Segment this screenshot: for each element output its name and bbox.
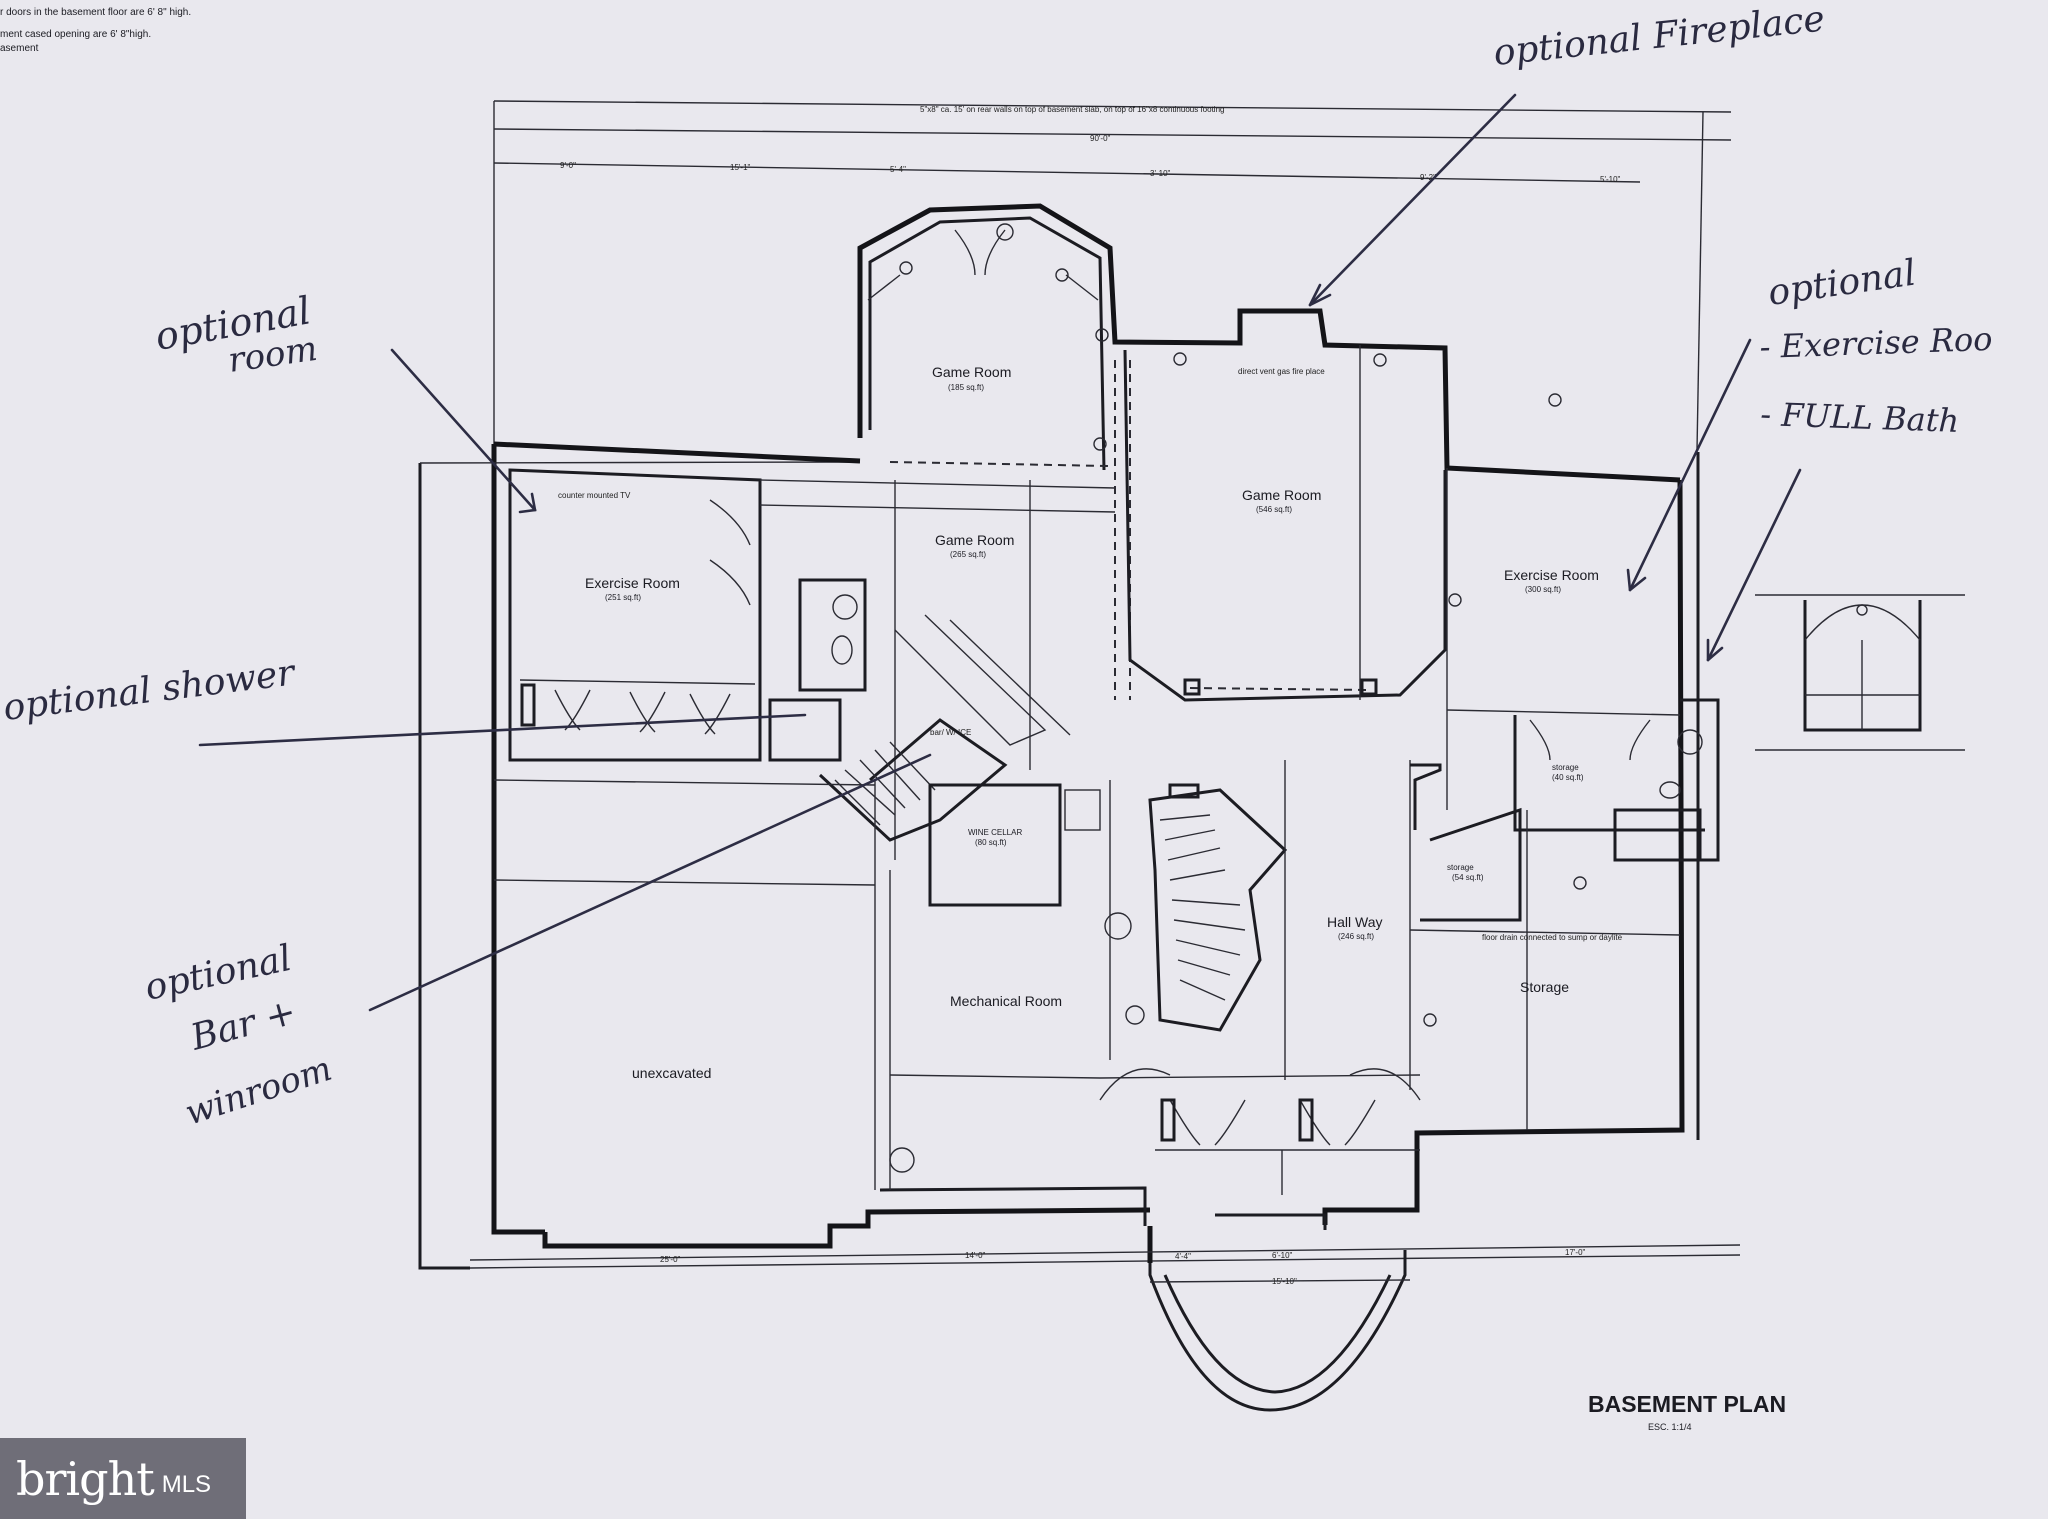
top-note-1: r doors in the basement floor are 6' 8" … — [0, 7, 191, 18]
storage-small-label: storage — [1447, 863, 1474, 872]
game-room-north-label: Game Room — [932, 364, 1011, 380]
exercise-room-west-area: (251 sq.ft) — [605, 593, 641, 602]
watermark-suffix: MLS — [161, 1470, 212, 1498]
exercise-room-east-area: (300 sq.ft) — [1525, 585, 1561, 594]
svg-text:15'-1": 15'-1" — [730, 163, 751, 172]
svg-text:6'-10": 6'-10" — [1272, 1251, 1293, 1260]
exercise-room-west-label: Exercise Room — [585, 575, 680, 591]
storage-bath-area: (40 sq.ft) — [1552, 773, 1584, 782]
counter-tv-note-west: counter mounted TV — [558, 491, 631, 500]
storage-bath-label: storage — [1552, 763, 1579, 772]
side-elevation — [1755, 594, 1965, 751]
svg-text:9'-0": 9'-0" — [560, 161, 576, 170]
svg-text:14'-0": 14'-0" — [965, 1251, 986, 1260]
drawing-scale: ESC. 1:1/4 — [1648, 1422, 1692, 1432]
game-room-north-area: (185 sq.ft) — [948, 383, 984, 392]
west-wing — [508, 468, 867, 762]
handwritten-annotations: optional Fireplace optional room optiona… — [1, 0, 1993, 1134]
svg-text:15'-10": 15'-10" — [1272, 1277, 1297, 1286]
unexcavated-label: unexcavated — [632, 1065, 711, 1081]
hall-way-area: (246 sq.ft) — [1338, 932, 1374, 941]
south-center: WINE CELLAR (80 sq.ft) bar/ W/ ICE Mecha… — [889, 728, 1145, 1190]
floor-drain-note: floor drain connected to sump or daylite — [1482, 933, 1623, 942]
storage-main-label: Storage — [1520, 979, 1569, 995]
drawing-title: BASEMENT PLAN — [1588, 1391, 1786, 1417]
game-room-center-area: (265 sq.ft) — [950, 550, 986, 559]
hand-note-bar-2: Bar + — [186, 991, 301, 1058]
svg-text:90'-0": 90'-0" — [1090, 134, 1111, 143]
storage-small-area: (54 sq.ft) — [1452, 873, 1484, 882]
outer-walls — [418, 203, 1741, 1270]
hand-note-fireplace: optional Fireplace — [1492, 0, 1827, 74]
wine-cellar-label: WINE CELLAR — [968, 828, 1022, 837]
game-room-east-label: Game Room — [1242, 487, 1321, 503]
east-wing: Exercise Room (300 sq.ft) Exercise Room … — [1446, 393, 1705, 862]
top-note-2: ment cased opening are 6' 8"high. — [0, 29, 151, 40]
svg-text:25'-0": 25'-0" — [660, 1255, 681, 1264]
svg-text:5'-10": 5'-10" — [1600, 175, 1621, 184]
svg-text:17'-0": 17'-0" — [1565, 1248, 1586, 1257]
dimension-lines-top: 5"x8" ca. 15' on rear walls on top of ba… — [493, 100, 1732, 1180]
unexcavated-area: unexcavated — [493, 779, 876, 1190]
east-game-room: direct vent gas fire place Game Room (54… — [1123, 345, 1447, 702]
svg-text:4'-4": 4'-4" — [1175, 1252, 1191, 1261]
overall-top-dimension: 5"x8" ca. 15' on rear walls on top of ba… — [920, 105, 1224, 114]
stairs — [818, 718, 1288, 1032]
south-entry — [1099, 1068, 1421, 1412]
watermark-brand: bright — [16, 1451, 155, 1506]
hall-way-label: Hall Way — [1327, 914, 1383, 930]
svg-text:3'-10": 3'-10" — [1150, 169, 1171, 178]
game-room-center-label: Game Room — [935, 532, 1014, 548]
hand-note-exercise-2: - Exercise Roo — [1759, 320, 1993, 366]
hand-note-exercise-3: - FULL Bath — [1760, 395, 1960, 440]
north-game-room: Game Room (185 sq.ft) — [867, 223, 1111, 467]
bar-note: bar/ W/ ICE — [930, 728, 971, 737]
svg-text:9'-2": 9'-2" — [1420, 173, 1436, 182]
svg-text:5'-4": 5'-4" — [890, 165, 906, 174]
fireplace-note: direct vent gas fire place — [1238, 367, 1325, 376]
hand-note-shower: optional shower — [1, 652, 298, 729]
wine-cellar-area: (80 sq.ft) — [975, 838, 1007, 847]
hand-note-exercise-1: optional — [1766, 253, 1919, 314]
hand-note-bar-3: winroom — [180, 1049, 336, 1134]
bright-mls-watermark: bright MLS — [0, 1438, 246, 1519]
exercise-room-east-label: Exercise Room — [1504, 567, 1599, 583]
top-note-3: asement — [0, 43, 39, 54]
hall-and-storage: Hall Way (246 sq.ft) storage (54 sq.ft) … — [1284, 593, 1681, 1130]
dimension-lines-bottom: 25'-0" 14'-0" 4'-4" 6'-10" 17'-0" 15'-10… — [469, 1244, 1741, 1286]
mechanical-room-label: Mechanical Room — [950, 993, 1062, 1009]
game-room-east-area: (546 sq.ft) — [1256, 505, 1292, 514]
